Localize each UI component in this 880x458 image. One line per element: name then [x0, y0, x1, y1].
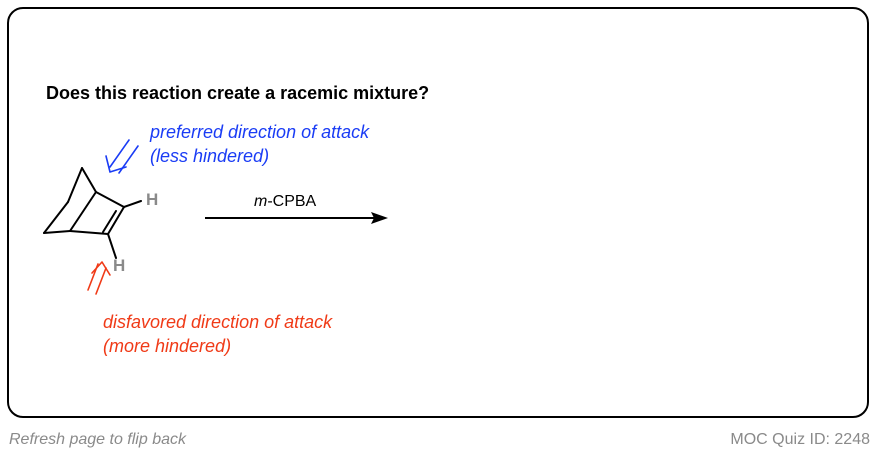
reagent-label: m-CPBA [254, 193, 317, 210]
disfavored-label-line2: (more hindered) [103, 336, 231, 356]
disfavored-label-line1: disfavored direction of attack [103, 312, 333, 332]
preferred-label-line2: (less hindered) [150, 146, 269, 166]
reagent-name: -CPBA [267, 193, 316, 210]
hydrogen-top-label: H [146, 190, 158, 209]
disfavored-attack-arrow-icon [87, 261, 111, 295]
question-text: Does this reaction create a racemic mixt… [46, 83, 430, 103]
reagent-italic-prefix: m [254, 193, 267, 210]
flip-hint: Refresh page to flip back [9, 431, 186, 448]
norbornene-molecule [43, 167, 142, 259]
reaction-arrow-icon [205, 212, 388, 224]
quiz-id: MOC Quiz ID: 2248 [730, 431, 870, 448]
hydrogen-bottom-label: H [113, 256, 125, 275]
preferred-attack-arrow-icon [105, 139, 139, 174]
preferred-label-line1: preferred direction of attack [149, 122, 370, 142]
quiz-card [7, 7, 869, 418]
